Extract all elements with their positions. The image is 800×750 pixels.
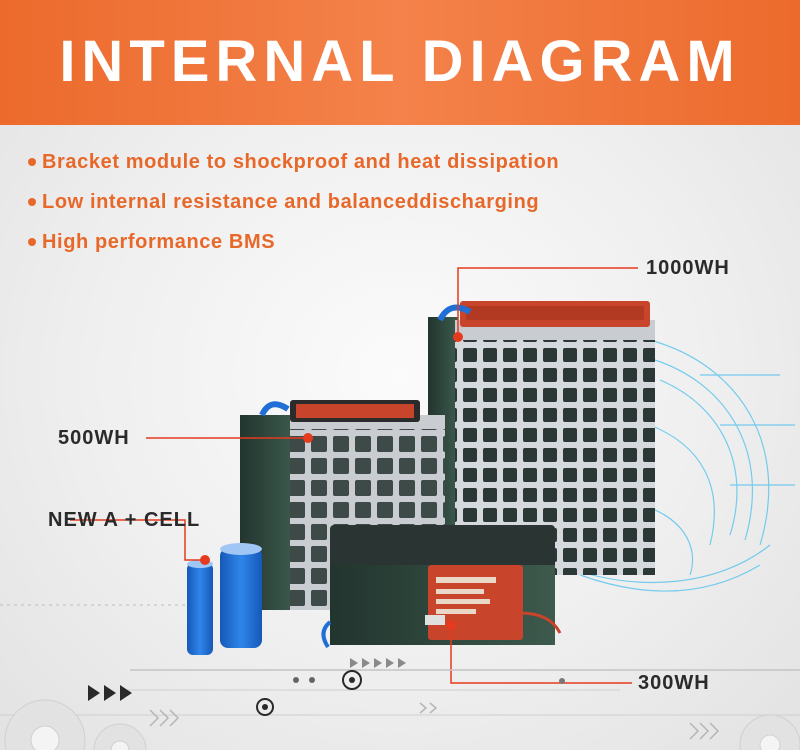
- cell-large: [220, 548, 262, 648]
- feature-text: High performance BMS: [42, 230, 276, 253]
- feature-item: High performance BMS: [28, 222, 559, 262]
- feature-list: Bracket module to shockproof and heat di…: [28, 142, 559, 262]
- hatched-arrows-icon: [149, 702, 720, 740]
- bullet-dot-icon: [28, 198, 36, 206]
- battery-illustration: [0, 267, 800, 750]
- feature-text: Low internal resistance and balanceddisc…: [42, 190, 540, 213]
- page-title: INTERNAL DIAGRAM: [59, 29, 741, 94]
- gear-icon: [4, 699, 800, 750]
- ring-node-icon-2: [256, 698, 274, 716]
- dot-cell: [200, 555, 210, 565]
- dot-1000wh: [453, 332, 463, 342]
- callout-300wh: 300WH: [638, 672, 710, 694]
- callout-dots: [200, 332, 463, 630]
- bullet-dot-icon: [28, 158, 36, 166]
- dot-300wh: [446, 620, 456, 630]
- circuit-lines: [559, 339, 795, 592]
- cell-small: [187, 563, 213, 655]
- callout-1000wh: 1000WH: [646, 257, 730, 279]
- dot-500wh: [303, 433, 313, 443]
- feature-item: Low internal resistance and balanceddisc…: [28, 182, 559, 222]
- battery-pack-300wh: [321, 525, 562, 649]
- callout-new-cell: NEW A + CELL: [48, 509, 201, 531]
- battery-cells: [187, 543, 262, 655]
- feature-text: Bracket module to shockproof and heat di…: [42, 150, 560, 173]
- ring-node-icon: [342, 670, 362, 690]
- bottom-decoration: [0, 604, 800, 750]
- callout-leaders: [70, 267, 638, 684]
- header-banner: INTERNAL DIAGRAM: [0, 0, 800, 125]
- triple-chevron-icon: [88, 685, 132, 701]
- bullet-dot-icon: [28, 238, 36, 246]
- small-chevrons-icon: [350, 658, 406, 668]
- feature-item: Bracket module to shockproof and heat di…: [28, 142, 559, 182]
- callout-500wh: 500WH: [58, 427, 130, 449]
